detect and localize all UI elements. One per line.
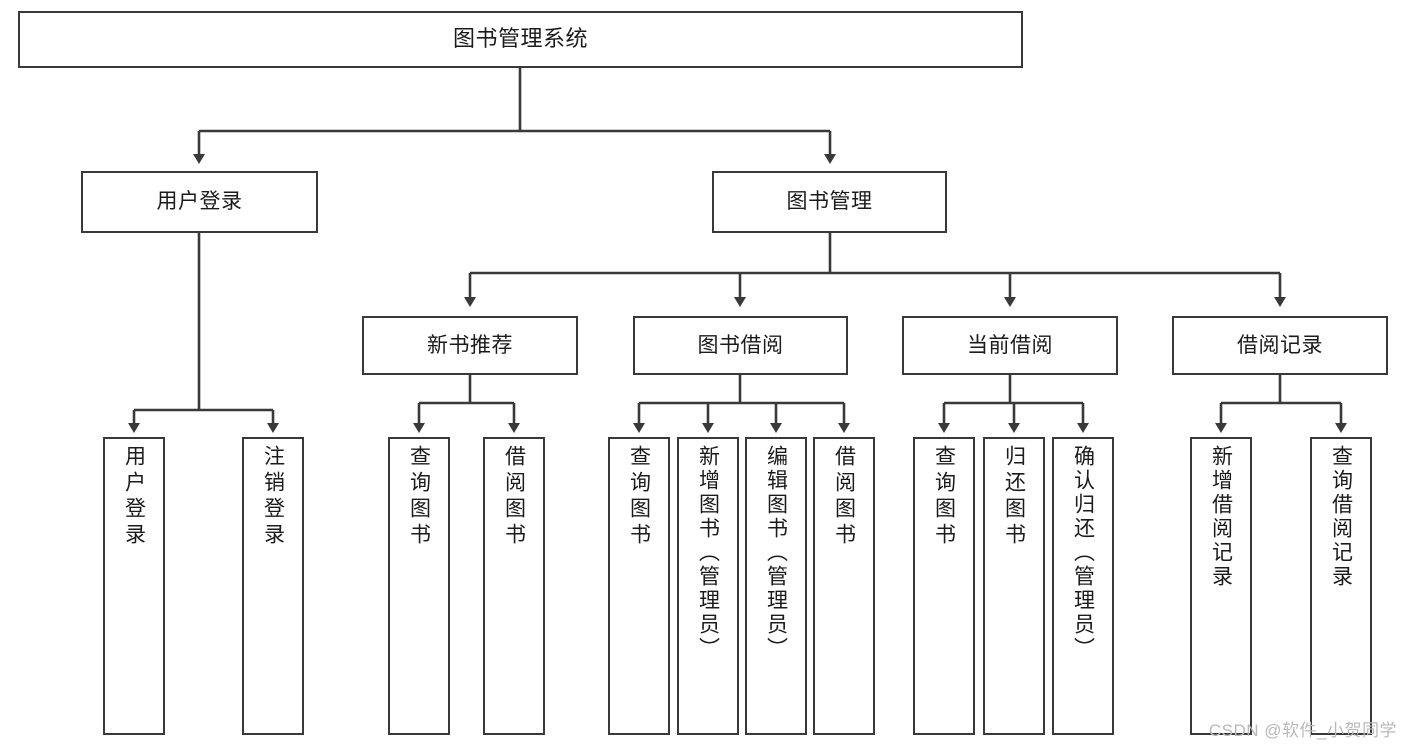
node-new-book-recommend-label: 新书推荐 (427, 333, 513, 357)
node-new-book-recommend[interactable]: 新书推荐 (362, 316, 578, 375)
node-leaf-query-borrow-record-label: 查询借阅记录 (1329, 445, 1353, 589)
node-leaf-return-book[interactable]: 归还图书 (983, 437, 1045, 735)
node-root-system-label: 图书管理系统 (452, 26, 588, 52)
node-current-borrow[interactable]: 当前借阅 (902, 316, 1118, 375)
node-book-management-label: 图书管理 (786, 190, 873, 214)
node-leaf-logout[interactable]: 注销登录 (242, 437, 304, 735)
node-user-login-label: 用户登录 (156, 190, 243, 214)
node-leaf-query-book-current[interactable]: 查询图书 (913, 437, 975, 735)
node-leaf-borrow-book-recommend-label: 借阅图书 (502, 445, 526, 549)
node-leaf-query-borrow-record[interactable]: 查询借阅记录 (1310, 437, 1372, 735)
node-leaf-confirm-return[interactable]: 确认归还（管理员） (1052, 437, 1114, 735)
node-leaf-query-book-recommend[interactable]: 查询图书 (388, 437, 450, 735)
node-leaf-edit-book[interactable]: 编辑图书（管理员） (745, 437, 807, 735)
node-leaf-query-book-borrow-label: 查询图书 (627, 445, 651, 549)
node-leaf-query-book-recommend-label: 查询图书 (407, 445, 431, 549)
node-borrow-record[interactable]: 借阅记录 (1172, 316, 1388, 375)
node-leaf-query-book-borrow[interactable]: 查询图书 (608, 437, 670, 735)
node-leaf-query-book-current-label: 查询图书 (932, 445, 956, 549)
node-leaf-borrow-book-recommend[interactable]: 借阅图书 (483, 437, 545, 735)
node-leaf-logout-label: 注销登录 (261, 445, 285, 549)
node-leaf-add-book[interactable]: 新增图书（管理员） (677, 437, 739, 735)
node-user-login[interactable]: 用户登录 (81, 171, 318, 233)
node-book-borrow-label: 图书借阅 (697, 333, 784, 357)
node-leaf-add-borrow-record-label: 新增借阅记录 (1209, 445, 1233, 589)
node-leaf-add-book-label: 新增图书（管理员） (696, 445, 720, 661)
node-root-system[interactable]: 图书管理系统 (18, 11, 1023, 68)
node-book-borrow[interactable]: 图书借阅 (633, 316, 848, 375)
node-leaf-user-login[interactable]: 用户登录 (103, 437, 165, 735)
node-book-management[interactable]: 图书管理 (712, 171, 947, 233)
node-leaf-confirm-return-label: 确认归还（管理员） (1071, 445, 1095, 661)
node-leaf-borrow-book-label: 借阅图书 (832, 445, 856, 549)
node-leaf-user-login-label: 用户登录 (122, 445, 146, 549)
node-leaf-add-borrow-record[interactable]: 新增借阅记录 (1190, 437, 1252, 735)
node-current-borrow-label: 当前借阅 (967, 333, 1053, 357)
node-leaf-edit-book-label: 编辑图书（管理员） (764, 445, 788, 661)
node-leaf-borrow-book[interactable]: 借阅图书 (813, 437, 875, 735)
node-borrow-record-label: 借阅记录 (1237, 333, 1323, 357)
node-leaf-return-book-label: 归还图书 (1002, 445, 1026, 549)
